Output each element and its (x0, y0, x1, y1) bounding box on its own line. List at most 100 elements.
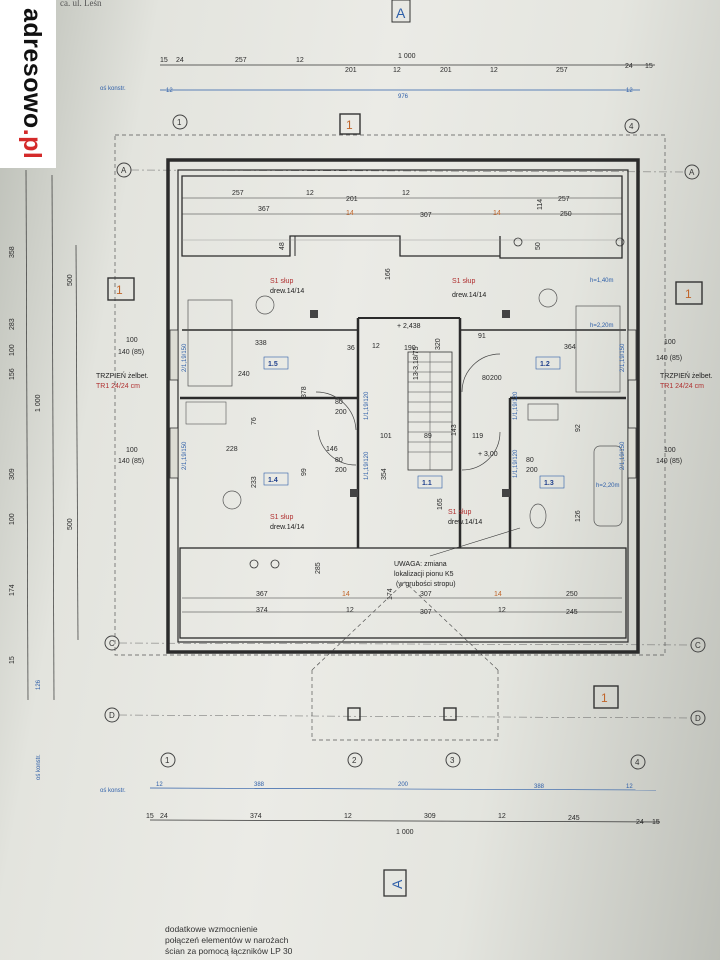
trzpien-label: TRZPIEŃ żelbet. (96, 371, 149, 380)
dim-text: 245 (568, 815, 580, 822)
window-label: 2/1,19/150 (620, 343, 626, 372)
staircase: + 2,438 + 3,00 13-3,18/75 320 190 89 119… (380, 323, 498, 480)
dim-text: 309 (9, 468, 16, 480)
axis-label: 2 (352, 756, 357, 765)
room-1-5: 1.5 (268, 361, 278, 368)
stairs-dim: 119 (472, 433, 483, 440)
door-label: 1/1,19/120 (513, 391, 519, 420)
door-width: 80 (482, 375, 490, 382)
dimension-bottom: oś konstr. 12 388 200 388 12 15 24 374 1… (100, 782, 661, 836)
footer-note-line: połączeń elementów w narożach (165, 935, 289, 945)
tag-label: 1 (346, 118, 353, 132)
dim-text: 174 (9, 584, 16, 596)
dim-text: 126 (575, 510, 582, 522)
dim-text: 36 (347, 345, 355, 352)
dim-text: 367 (256, 591, 268, 598)
stairs-level-1: + 2,438 (397, 323, 421, 330)
axis-label: 4 (635, 758, 640, 767)
door-height: 200 (526, 467, 538, 474)
section-letter: A (396, 5, 406, 21)
os-label-top: oś konstr. (100, 86, 126, 92)
height-label: h=2,20m (590, 323, 614, 329)
room-numbers: 1.5 1.2 1.4 1.1 1.3 (263, 356, 565, 489)
dimension-left: 358 283 100 156 309 100 174 15 1 000 500… (9, 169, 79, 780)
dim-text: 12 (626, 784, 633, 790)
window-dim: 140 (85) (656, 355, 682, 362)
dim-text: 15 (160, 57, 168, 64)
post-label: S1 słup (270, 514, 293, 521)
window-label: 2/1,19/150 (182, 441, 188, 470)
axis-label: A (689, 168, 695, 177)
stairs-dim: 190 (404, 345, 416, 352)
window-dim: 140 (85) (118, 458, 144, 465)
axis-label: 3 (450, 756, 455, 765)
dim-text: 283 (9, 318, 16, 330)
section-marker-bottom: A (383, 869, 407, 897)
dim-text: 126 (36, 679, 42, 690)
door-width: 80 (526, 457, 534, 464)
dim-text: 99 (301, 468, 308, 476)
door-width: 80 (335, 399, 343, 406)
window-dim: 100 (126, 447, 138, 454)
window-dim: 100 (664, 339, 676, 346)
dim-text: 374 (256, 607, 268, 614)
tag-boxes: 1 1 1 1 (107, 113, 703, 709)
dim-text: 12 (166, 88, 173, 94)
overall-length: 1 000 (398, 53, 416, 60)
tag-label: 1 (601, 691, 608, 705)
dim-text: 201 (346, 196, 358, 203)
room-1-1: 1.1 (422, 480, 432, 487)
dim-text: 50 (535, 242, 542, 250)
dim-text: 24 (625, 63, 633, 70)
dim-text: 12 (346, 607, 354, 614)
top-fragment-text: ca. ul. Leśn (60, 0, 102, 8)
dim-text: 14 (342, 591, 350, 598)
stairs-level-2: + 3,00 (478, 451, 498, 458)
dim-text: 388 (534, 784, 545, 790)
uwaga-line: lokalizacji pionu K5 (394, 571, 454, 578)
dim-text: 24 (176, 57, 184, 64)
dim-text: 233 (251, 476, 258, 488)
stairs-dim: 143 (451, 424, 458, 436)
dim-text: 174 (387, 588, 394, 600)
dim-text: 12 (402, 190, 410, 197)
stairs-dim: 89 (424, 433, 432, 440)
trzpien-label: TR1 24/24 cm (660, 383, 704, 390)
dim-text: 15 (652, 819, 660, 826)
dim-text: 12 (306, 190, 314, 197)
dim-text: 14 (493, 210, 501, 217)
dim-text: 100 (9, 513, 16, 525)
dim-text: 257 (235, 57, 247, 64)
axis-label: C (109, 639, 115, 648)
watermark-logo: adresowo.pl (0, 0, 56, 168)
room-1-2: 1.2 (540, 361, 550, 368)
roof-outline (114, 134, 666, 656)
axis-label: C (695, 641, 701, 650)
door-width: 80 (335, 457, 343, 464)
uwaga-line: UWAGA: zmiana (394, 561, 447, 568)
dim-text: 12 (498, 607, 506, 614)
door-height: 200 (335, 409, 347, 416)
dim-text: 12 (296, 57, 304, 64)
dim-text: 24 (636, 819, 644, 826)
door-label: 1/1,19/120 (513, 449, 519, 478)
post-label: drew.14/14 (448, 519, 482, 526)
height-label: h=2,20m (596, 483, 620, 489)
watermark-suffix: .pl (18, 128, 46, 160)
height-label: h=1,40m (590, 278, 614, 284)
roof-gable (311, 581, 499, 741)
dim-text: 12 (156, 782, 163, 788)
window-label: 2/1,19/150 (620, 441, 626, 470)
uwaga-line: (w grubości stropu) (396, 581, 456, 588)
dim-text: 12 (498, 813, 506, 820)
dim-text: 245 (566, 609, 578, 616)
section-marker-top: A (391, 0, 411, 23)
dim-text: 12 (372, 343, 380, 350)
axis-label: 1 (165, 756, 170, 765)
dim-text: 114 (537, 199, 544, 210)
dim-text: 378 (301, 386, 308, 398)
dim-text: 240 (238, 371, 250, 378)
dim-text: 201 (440, 67, 452, 74)
axis-length: 976 (398, 94, 409, 100)
